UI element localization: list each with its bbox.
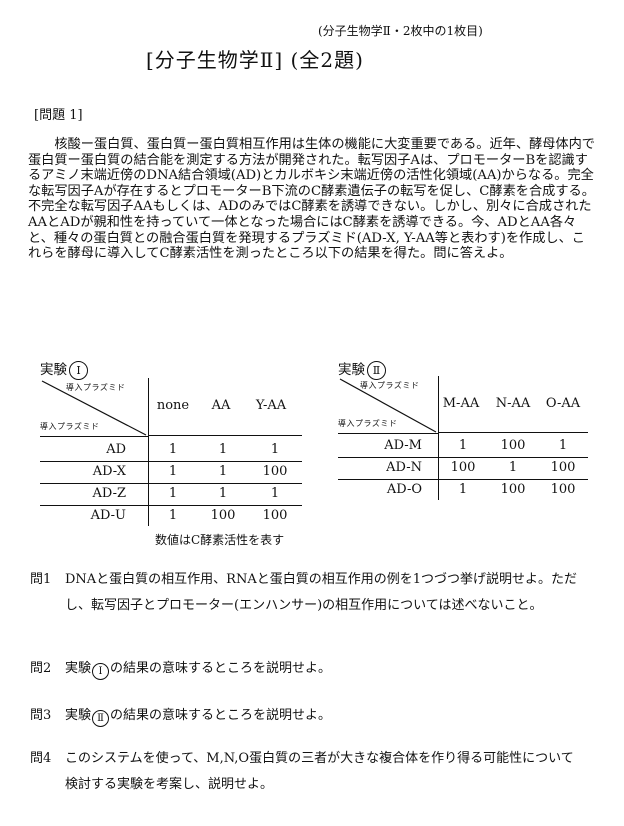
experiment2-col-header: 導入プラズミド: [360, 381, 420, 390]
experiment1-cell: 1: [168, 508, 178, 523]
experiment2-cell: 100: [500, 438, 526, 453]
experiment2-row-label: AD-O: [386, 482, 422, 497]
experiment1-col-none: none: [156, 398, 190, 413]
experiment-ref-number: Ⅰ: [92, 663, 110, 680]
experiment2-table: 導入プラズミド 導入プラズミド M-AA N-AA O-AA AD-M 1 10…: [338, 376, 588, 500]
row-rule: [40, 483, 302, 484]
experiment1-cell: 1: [270, 442, 280, 457]
experiment1-row-label: AD: [106, 442, 126, 457]
experiment2-cell: 100: [450, 460, 476, 475]
row-rule: [338, 457, 588, 458]
experiment2-cell: 100: [550, 460, 576, 475]
experiment2-header-corner: [338, 376, 438, 434]
question-text: このシステムを使って、M,N,O蛋白質の三者が大きな複合体を作り得る可能性につい…: [65, 751, 574, 792]
question-text-post: の結果の意味するところを説明せよ。: [110, 661, 332, 676]
experiment1-cell: 100: [210, 508, 236, 523]
question-number: 問2: [30, 661, 52, 676]
experiment1-row-header: 導入プラズミド: [40, 422, 100, 431]
page-title: [分子生物学Ⅱ] (全2題): [146, 48, 364, 72]
question-text-post: の結果の意味するところを説明せよ。: [110, 708, 332, 723]
problem-text: 核酸ー蛋白質、蛋白質ー蛋白質相互作用は生体の機能に大変重要である。近年、酵母体内…: [28, 137, 595, 262]
experiment2-row-label: AD-N: [386, 460, 422, 475]
experiment-ref-number: Ⅱ: [92, 710, 110, 727]
experiment1-header-corner: [40, 378, 148, 437]
question-text: DNAと蛋白質の相互作用、RNAと蛋白質の相互作用の例を1つづつ挙げ説明せよ。た…: [65, 572, 578, 613]
experiment1-col-header: 導入プラズミド: [66, 383, 126, 392]
experiment1-cell: 1: [168, 464, 178, 479]
sheet-note: (分子生物学Ⅱ・2枚中の1枚目): [318, 24, 483, 38]
experiment1-divider: [148, 378, 149, 526]
question-number: 問1: [30, 572, 52, 587]
experiment1-col-yaa: Y-AA: [255, 398, 287, 413]
experiment1-cell: 1: [218, 486, 228, 501]
experiment1-cell: 100: [262, 464, 288, 479]
question-number: 問3: [30, 708, 52, 723]
experiment2-cell: 1: [558, 438, 568, 453]
experiment1-cell: 1: [218, 442, 228, 457]
question-text-pre: 実験: [65, 708, 92, 723]
experiment1-number: Ⅰ: [69, 361, 88, 380]
experiment2-header-rule: [438, 432, 588, 433]
diagonal-line: [339, 378, 437, 433]
experiment1-col-aa: AA: [211, 398, 231, 413]
experiment2-col-oaa: O-AA: [545, 396, 581, 411]
row-rule: [338, 479, 588, 480]
experiment2-cell: 1: [508, 460, 518, 475]
question-number: 問4: [30, 751, 52, 766]
row-rule: [40, 505, 302, 506]
problem-paragraph: 核酸ー蛋白質、蛋白質ー蛋白質相互作用は生体の機能に大変重要である。近年、酵母体内…: [28, 137, 596, 262]
experiment2-col-naa: N-AA: [495, 396, 531, 411]
diagonal-line: [41, 380, 147, 436]
experiment2-col-maa: M-AA: [442, 396, 480, 411]
experiment2-number: Ⅱ: [367, 361, 386, 380]
experiment2-divider: [438, 376, 439, 500]
experiment1-caption: 数値はC酵素活性を表す: [155, 533, 285, 547]
experiment1-row-label: AD-Z: [92, 486, 126, 501]
experiment2-row-label: AD-M: [384, 438, 422, 453]
experiment1-label-text: 実験: [40, 362, 67, 378]
experiment2-cell: 100: [550, 482, 576, 497]
experiment2-cell: 100: [500, 482, 526, 497]
experiment1-cell: 1: [168, 486, 178, 501]
experiment1-cell: 1: [218, 464, 228, 479]
experiment2-row-header: 導入プラズミド: [338, 419, 398, 428]
problem-label: [問題 1]: [34, 108, 83, 123]
experiment1-cell: 100: [262, 508, 288, 523]
experiment1-cell: 1: [168, 442, 178, 457]
row-rule: [40, 461, 302, 462]
experiment2-label-text: 実験: [338, 362, 365, 378]
experiment1-table: 導入プラズミド 導入プラズミド none AA Y-AA AD 1 1 1 AD…: [40, 378, 302, 526]
question-text-pre: 実験: [65, 661, 92, 676]
experiment2-cell: 1: [458, 482, 468, 497]
experiment2-cell: 1: [458, 438, 468, 453]
experiment1-header-rule: [148, 435, 302, 436]
experiment1-cell: 1: [270, 486, 280, 501]
experiment1-row-label: AD-U: [90, 508, 126, 523]
experiment1-row-label: AD-X: [92, 464, 126, 479]
